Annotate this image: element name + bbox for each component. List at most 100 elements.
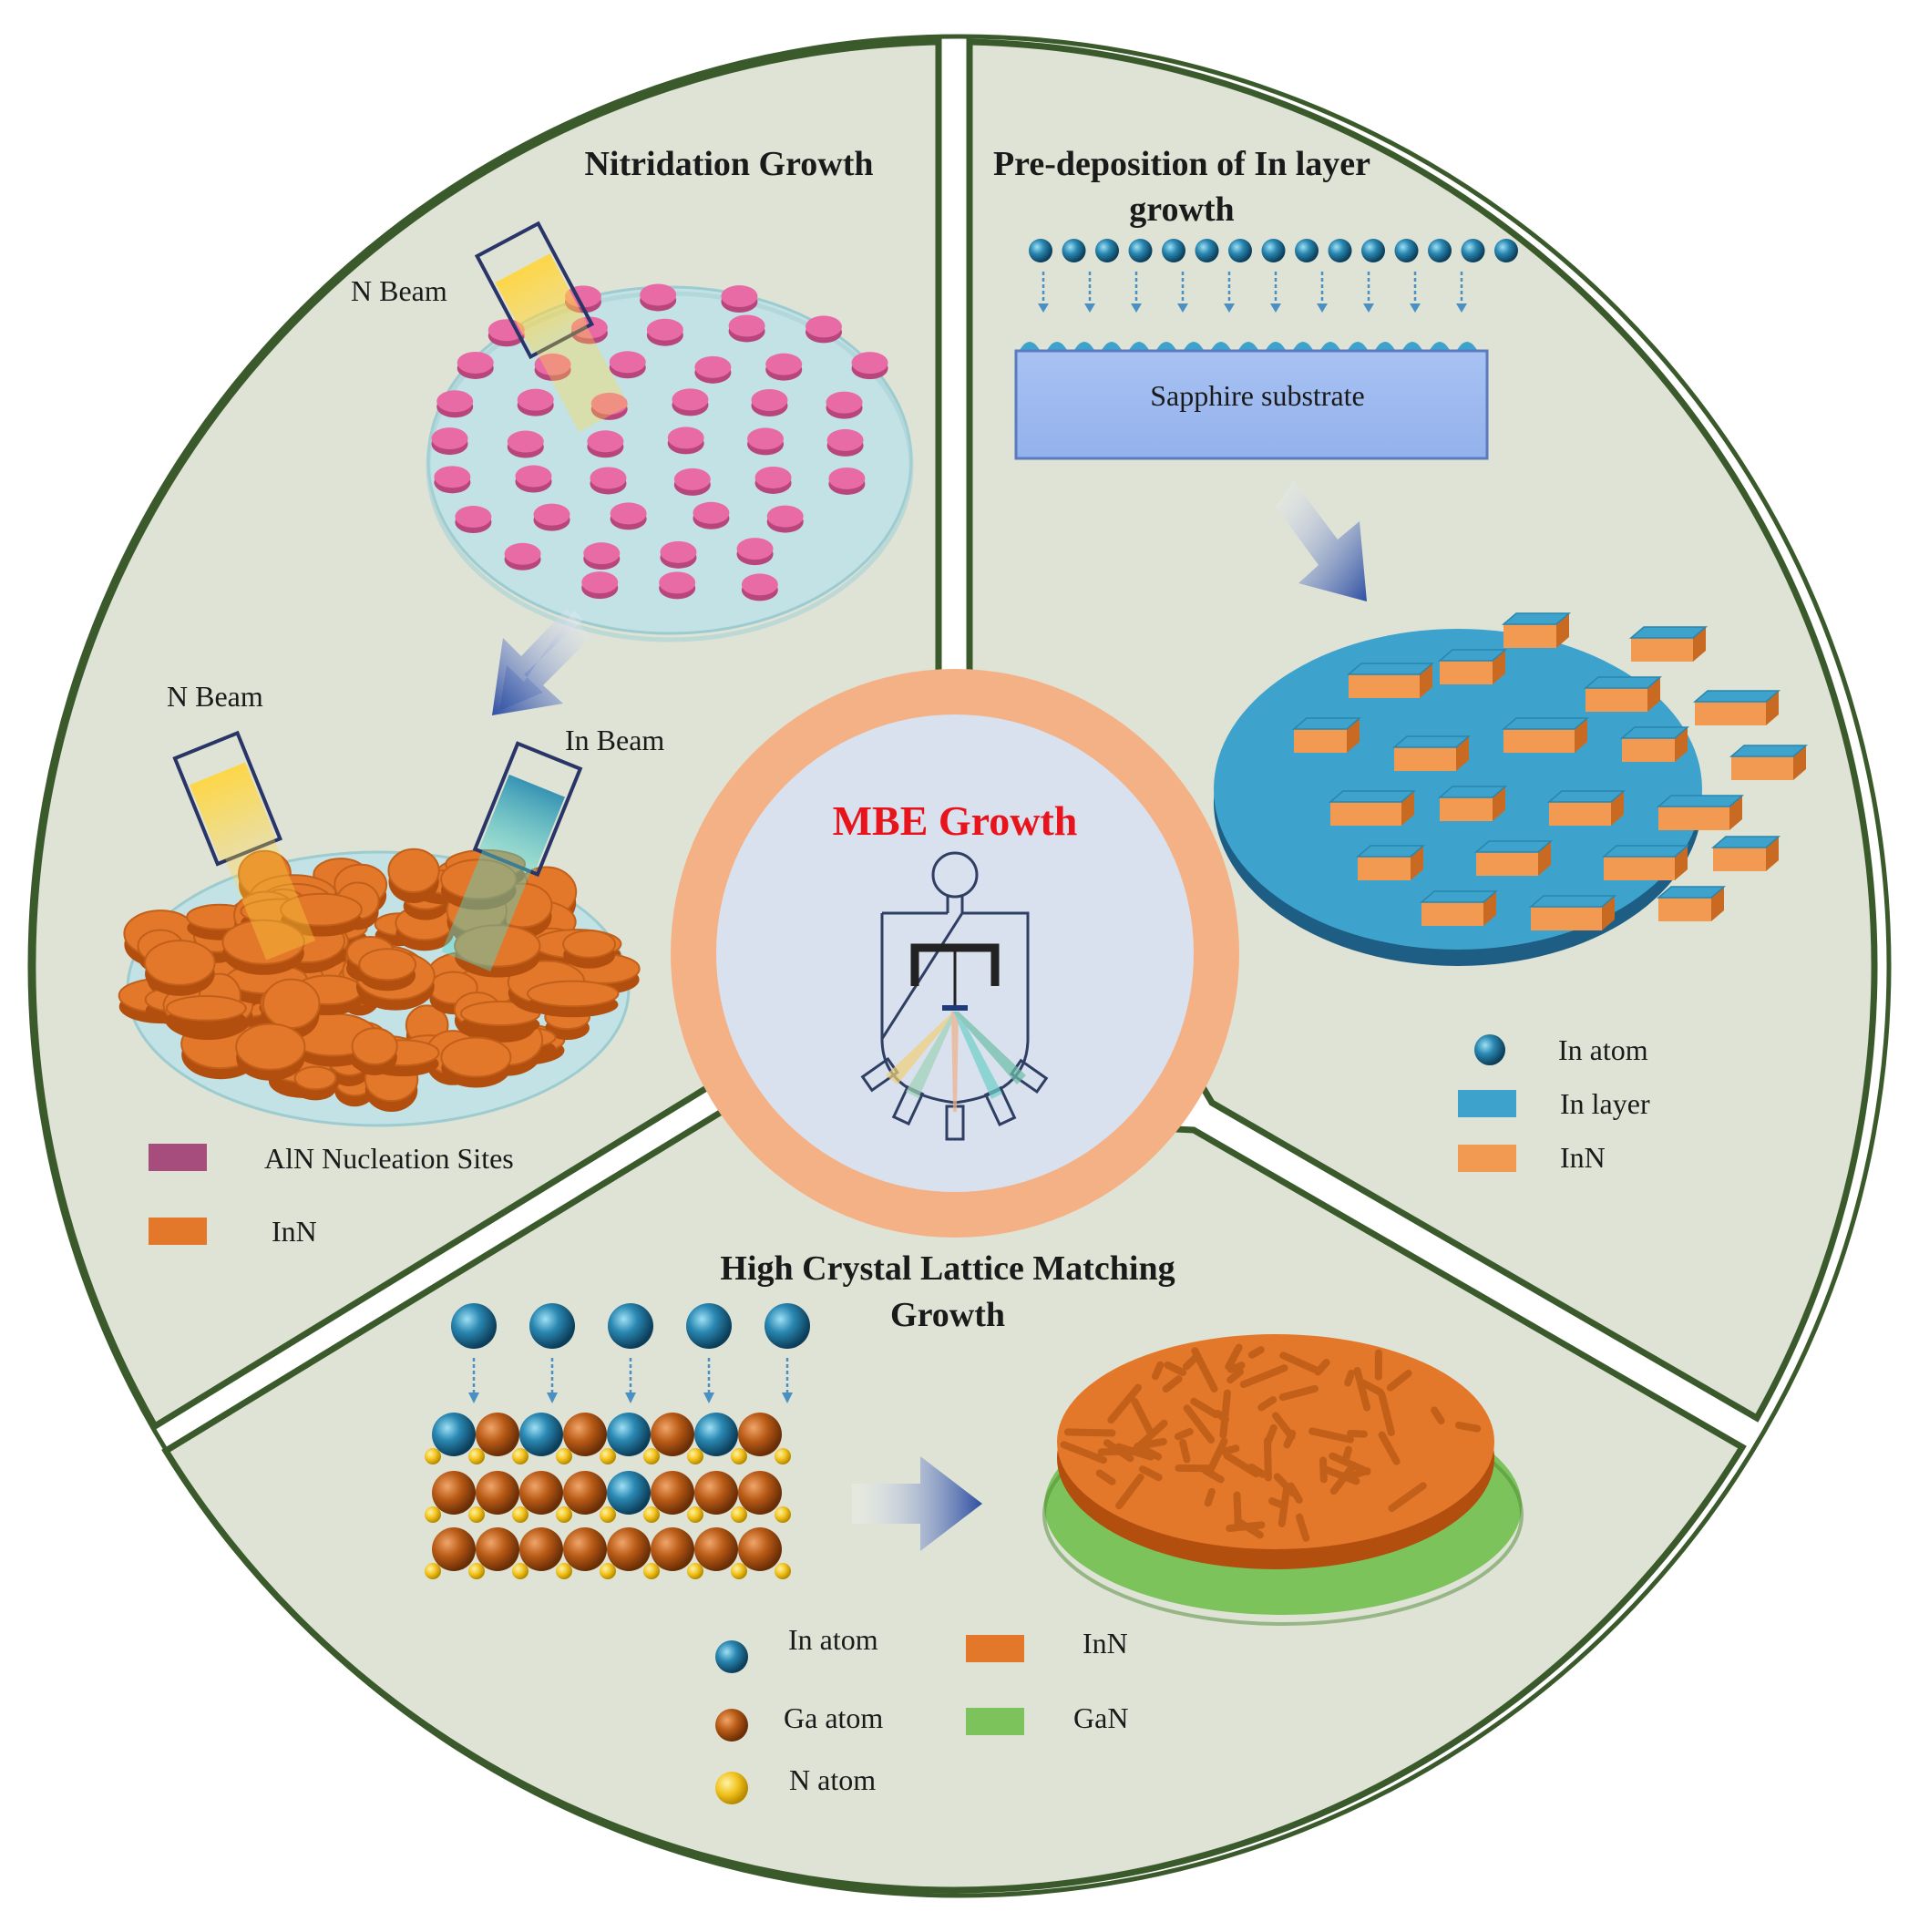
inn-grain (387, 848, 440, 903)
legend-sphere-n-atom (715, 1772, 748, 1804)
inn-crack (1388, 1482, 1427, 1513)
aln-site (660, 540, 697, 569)
n-atom (512, 1448, 528, 1464)
inn-crack (1247, 1346, 1265, 1359)
legend-label-inn-right: InN (1560, 1141, 1606, 1174)
in-atom (519, 1413, 563, 1456)
n-atom (687, 1506, 703, 1523)
n-atom (468, 1506, 485, 1523)
aln-site (751, 388, 788, 416)
legend-label-inn: InN (272, 1215, 317, 1248)
inn-grain (235, 1023, 306, 1081)
in-atom (1228, 239, 1252, 262)
legend-swatch-aln (149, 1144, 207, 1171)
n-atom (643, 1448, 660, 1464)
n-atom (512, 1563, 528, 1579)
legend-sphere-ga-atom (715, 1709, 748, 1742)
inn-crack (1320, 1464, 1360, 1485)
inn-crack (1279, 1351, 1319, 1373)
n-atom (425, 1506, 441, 1523)
inn-island (1437, 649, 1508, 684)
inn-crack (1278, 1486, 1290, 1527)
aln-site (826, 428, 864, 457)
inn-island (1656, 886, 1727, 921)
n-atom (643, 1563, 660, 1579)
inn-island (1583, 676, 1663, 712)
in-atom (608, 1303, 653, 1349)
n-beam-label-top: N Beam (351, 274, 447, 307)
inn-crack (1347, 1429, 1368, 1438)
aln-site (851, 352, 888, 380)
inn-crack (1257, 1396, 1278, 1412)
drop-arrow (1038, 272, 1049, 313)
inn-crack (1190, 1397, 1219, 1419)
n-atom (775, 1506, 791, 1523)
inn-grain (440, 1036, 512, 1088)
aln-site (504, 542, 541, 570)
center-hub: MBE Growth (671, 669, 1239, 1238)
ga-atom (432, 1471, 476, 1515)
legend-swatch-inn-bottom (966, 1635, 1024, 1662)
nitridation-title: Nitridation Growth (584, 145, 873, 183)
legend-swatch-inn (149, 1218, 207, 1245)
in-atom (1062, 239, 1086, 262)
inn-grain (454, 924, 541, 978)
n-atom (687, 1448, 703, 1464)
ga-atom (738, 1413, 782, 1456)
inn-island (1601, 845, 1690, 880)
inn-island (1628, 626, 1709, 662)
aln-site (434, 466, 471, 494)
inn-crack (1183, 1404, 1216, 1444)
n-atom (775, 1448, 791, 1464)
aln-site (583, 542, 621, 570)
inn-crack (1179, 1438, 1191, 1464)
in-atom (694, 1413, 738, 1456)
in-atom (451, 1303, 497, 1349)
aln-site (533, 503, 570, 531)
inn-island (1710, 836, 1781, 871)
inn-grain (262, 978, 321, 1040)
mbe-beams (886, 1012, 1026, 1112)
inn-crack (1152, 1361, 1165, 1381)
inn-crack (1191, 1347, 1218, 1392)
in-beam-label: In Beam (565, 724, 664, 756)
inn-crack (1225, 1343, 1243, 1371)
inn-crack (1107, 1383, 1142, 1424)
inn-crack (1247, 1463, 1267, 1478)
arrow-nitridation-shape (492, 609, 590, 715)
legend-label-aln: AlN Nucleation Sites (264, 1142, 514, 1175)
inn-crack (1235, 1517, 1264, 1539)
legend-swatch-in-layer (1458, 1090, 1516, 1117)
legend-label-n-atom: N atom (789, 1763, 876, 1796)
aln-site (741, 573, 778, 601)
aln-site (747, 427, 785, 456)
inn-crack (1095, 1469, 1116, 1485)
inn-crack (1219, 1389, 1231, 1439)
n-atom (425, 1563, 441, 1579)
aln-site (828, 467, 866, 495)
in-atom (607, 1471, 651, 1515)
n-atom (687, 1563, 703, 1579)
aln-site (826, 391, 863, 419)
drop-arrow (1410, 272, 1421, 313)
aln-site (693, 501, 730, 529)
n-atom (731, 1506, 747, 1523)
lattice-atoms (425, 1303, 810, 1579)
inn-crack (1344, 1370, 1355, 1387)
inn-crack (1308, 1427, 1355, 1444)
inn-grains (118, 848, 641, 1113)
legend-sphere-in-atom (1474, 1034, 1505, 1065)
in-atom (1361, 239, 1385, 262)
inn-crack (1454, 1421, 1482, 1433)
inn-grain (562, 930, 617, 969)
inn-crack (1271, 1412, 1296, 1441)
lattice-section: High Crystal Lattice Matching Growth In … (425, 1249, 1524, 1804)
ga-atom (607, 1527, 651, 1571)
inn-crack (1278, 1384, 1319, 1402)
legend-label-ga-atom: Ga atom (784, 1701, 883, 1734)
legend-swatch-inn-right (1458, 1145, 1516, 1172)
ga-atom (651, 1413, 694, 1456)
inn-crack (1164, 1361, 1187, 1376)
inn-island (1473, 840, 1554, 876)
inn-islands (1291, 612, 1809, 930)
